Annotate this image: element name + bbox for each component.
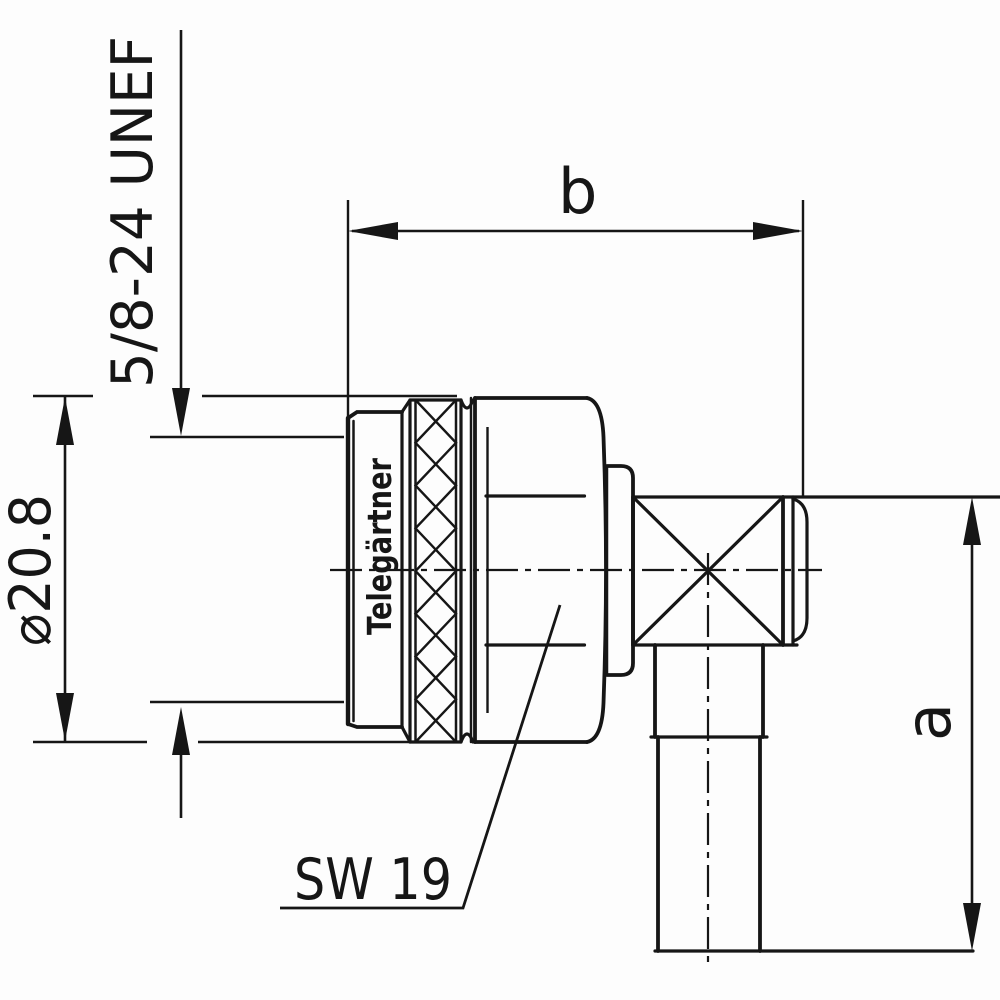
hex-top-bottom-edges [473,396,589,744]
a-arrow-up [963,497,981,545]
diameter-arrow-down [56,693,74,741]
right-angle-body [605,464,1000,677]
barrel-upper-sides [653,643,765,739]
thread-spec-label: 5/8-24 UNEF [100,36,166,388]
barrel-lower-sides [656,735,762,953]
body-diagonal-cross [631,495,785,647]
knurl-outline [408,398,463,744]
cable-entry-barrel [649,643,975,953]
b-label: b [558,155,597,228]
dimension-diameter: ⌀20.8 [0,394,457,744]
sw19-leader-line [280,604,562,910]
thread-arrow-up [172,707,190,755]
knurl-zigzag-b [413,399,458,743]
wrench-size-label: SW 19 [294,847,452,913]
nut-bottom-edge [346,722,404,729]
diameter-arrow-up [56,397,74,445]
dimension-thread: 5/8-24 UNEF [100,30,344,818]
back-cap-silhouette [791,497,809,643]
diameter-label: ⌀20.8 [0,494,64,646]
body-square-sides [631,495,785,647]
a-arrow-down [963,903,981,951]
centerlines [330,553,822,968]
b-arrow-right [753,222,803,240]
brand-label: Telegärtner [360,457,399,635]
thread-arrow-down [172,388,190,436]
b-arrow-left [348,222,398,240]
nut-top-edge [346,410,404,420]
knurl-zigzag-a [413,399,458,743]
callout-wrench-size: SW 19 [280,604,562,913]
a-label: a [892,703,965,741]
hex-flat-lines [484,494,587,647]
dimension-b: b [346,155,805,497]
dimension-a: a [892,497,981,951]
